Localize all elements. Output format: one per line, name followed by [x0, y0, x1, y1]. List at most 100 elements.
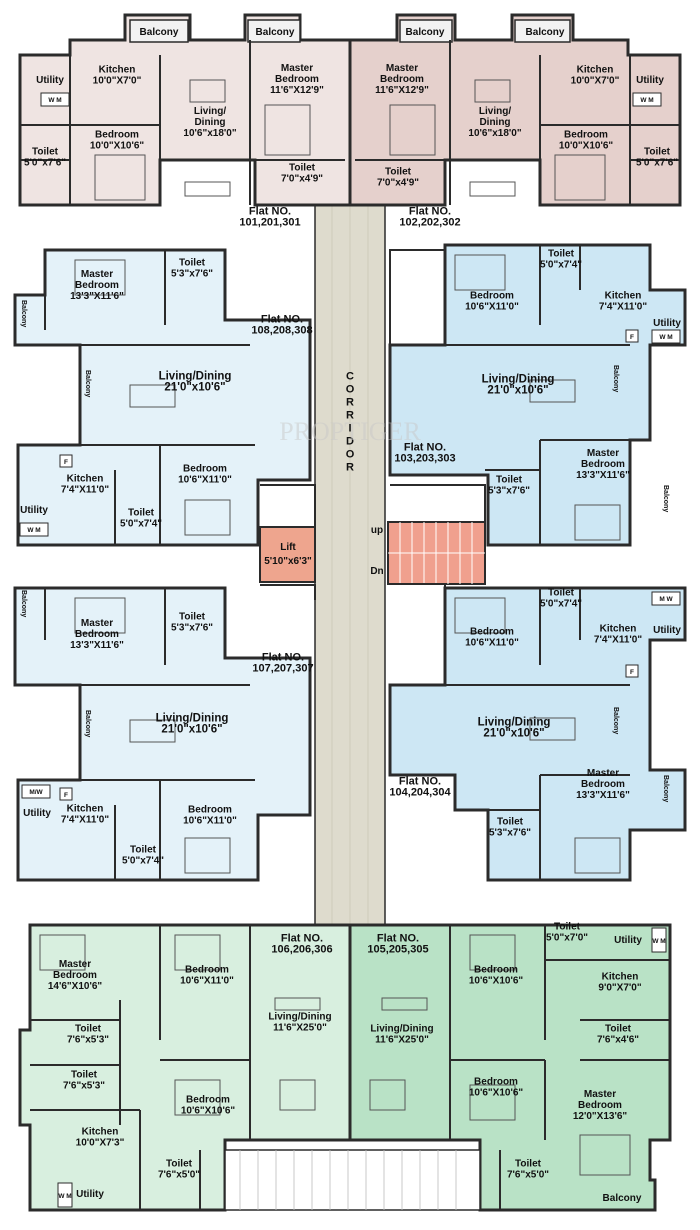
- text-line: 10'6"X11'0": [183, 816, 237, 827]
- text-line: Flat NO.: [281, 933, 323, 945]
- text-line: Flat NO.: [249, 206, 291, 218]
- lift-shaft: [259, 526, 316, 583]
- text-line: Toilet: [166, 1159, 193, 1170]
- flat-108-area: [13, 248, 312, 547]
- fridge-label: F: [630, 334, 634, 341]
- bottom-balcony-strip: [224, 1149, 481, 1211]
- text-line: Utility: [653, 625, 681, 636]
- bed: [574, 837, 621, 874]
- text-line: Utility: [653, 318, 681, 329]
- text-line: I: [348, 423, 351, 435]
- washing-machine-box: [651, 329, 681, 344]
- text-line: Living/Dining: [156, 713, 229, 725]
- text-line: Toilet: [385, 167, 412, 178]
- text-line: 10'6"X10'6": [181, 1106, 236, 1117]
- dining-table: [369, 1079, 406, 1111]
- text-line: Bedroom: [275, 74, 319, 85]
- washing-machine-box: [40, 92, 70, 107]
- text-line: 108,208,308: [251, 325, 312, 337]
- bed: [469, 1084, 516, 1121]
- text-line: Utility: [76, 1189, 104, 1200]
- text-line: Toilet: [554, 922, 581, 933]
- text-line: 10'6"x18'0": [468, 128, 521, 139]
- text-line: Balcony: [662, 775, 669, 802]
- fridge-box: [59, 454, 73, 468]
- text-line: 7'6"x5'3": [67, 1035, 109, 1046]
- text-line: 101,201,301: [239, 217, 300, 229]
- dining-table: [189, 79, 226, 103]
- bed: [184, 837, 231, 874]
- text-line: W M: [659, 334, 672, 341]
- text-line: 5'0"x7'4": [540, 260, 582, 271]
- text-line: 10'6"X11'0": [465, 638, 519, 649]
- text-line: Balcony: [612, 707, 619, 734]
- room-label-balcony: Balcony: [20, 300, 27, 327]
- bed: [554, 154, 606, 201]
- bed: [39, 934, 86, 971]
- flat-number-label: Flat NO.106,206,306: [271, 933, 332, 956]
- room-label-balcony: Balcony: [84, 370, 91, 397]
- text-line: Living/Dining: [268, 1012, 331, 1023]
- text-line: 10'6"X11'0": [178, 475, 232, 486]
- sofa: [274, 997, 321, 1011]
- text-line: Utility: [636, 75, 664, 86]
- internal-walls: [410, 588, 630, 880]
- text-line: Flat NO.: [399, 776, 441, 788]
- room-label-balcony: Balcony: [406, 27, 445, 38]
- bed: [184, 499, 231, 536]
- text-line: W M: [27, 527, 40, 534]
- sofa: [469, 181, 516, 197]
- room-label-balcony: Balcony: [84, 710, 91, 737]
- text-line: Bedroom: [581, 459, 625, 470]
- text-line: Living/Dining: [159, 371, 232, 383]
- fridge-box: [625, 664, 639, 678]
- text-line: Master: [587, 448, 619, 459]
- bed: [74, 597, 126, 634]
- text-line: 7'6"x4'6": [597, 1035, 639, 1046]
- room-label-balcony: Balcony: [140, 27, 179, 38]
- text-line: Master: [59, 959, 91, 970]
- text-line: Balcony: [662, 485, 669, 512]
- text-line: Toilet: [75, 1024, 102, 1035]
- bed: [94, 154, 146, 201]
- room-label-balcony: Balcony: [526, 27, 565, 38]
- flat-number-label: Flat NO.105,205,305: [367, 933, 428, 956]
- text-line: 5'0"x7'4": [120, 519, 162, 530]
- washing-machine-box: [632, 92, 662, 107]
- text-line: Bedroom: [185, 965, 229, 976]
- text-line: Bedroom: [95, 130, 139, 141]
- dining-table: [529, 717, 576, 741]
- text-line: 11'6"X12'9": [375, 85, 429, 96]
- text-line: 5'0"x7'6": [24, 158, 66, 169]
- text-line: Toilet: [32, 147, 59, 158]
- text-line: 11'6"X12'9": [270, 85, 324, 96]
- text-line: O: [346, 449, 355, 461]
- text-line: F: [64, 792, 68, 799]
- text-line: M W: [659, 596, 673, 603]
- text-line: 10'6"X10'6": [469, 976, 524, 987]
- text-line: Toilet: [548, 249, 575, 260]
- text-line: Living/: [479, 106, 511, 117]
- text-line: Kitchen: [99, 65, 136, 76]
- text-line: Balcony: [612, 365, 619, 392]
- text-line: Bedroom: [470, 627, 514, 638]
